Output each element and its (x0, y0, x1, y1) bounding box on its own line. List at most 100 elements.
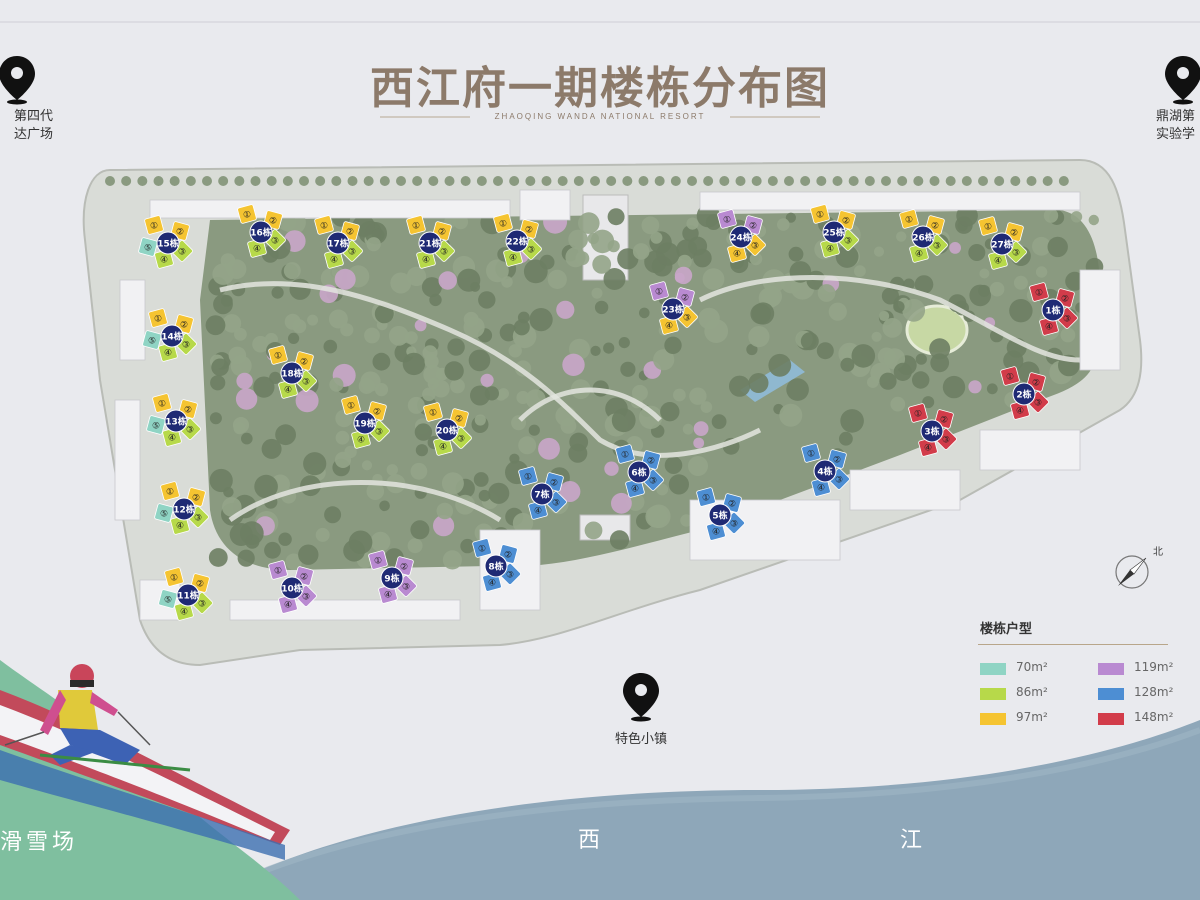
tree (882, 318, 903, 338)
poi-left-label[interactable]: 第四代 达广场 (0, 108, 74, 144)
unit-number: ⑤ (148, 337, 156, 347)
unit-number: ③ (683, 314, 691, 324)
tree (1043, 208, 1059, 223)
unit-number: ③ (182, 341, 190, 351)
tree (879, 310, 890, 322)
legend-label: 128m² (1134, 685, 1174, 699)
building-badge (172, 497, 196, 521)
perimeter-building (114, 399, 141, 521)
tree (784, 176, 794, 186)
tree (1010, 176, 1021, 186)
unit-block (717, 209, 737, 229)
unit-number: ④ (994, 257, 1002, 267)
garden-paths (219, 275, 1081, 523)
tree (476, 176, 487, 186)
unit-number: ③ (649, 477, 657, 487)
unit-number: ② (647, 457, 655, 467)
tree (735, 176, 746, 186)
tree (288, 332, 300, 344)
tree (237, 549, 255, 567)
unit-block (472, 538, 492, 558)
tree (361, 460, 373, 471)
pin-left-icon[interactable] (0, 56, 35, 105)
tree (299, 176, 309, 186)
tree (767, 176, 778, 186)
tree (840, 357, 855, 372)
building-label: 1栋 (1045, 305, 1060, 317)
tree (1013, 275, 1028, 290)
tree (664, 456, 683, 475)
tree (275, 424, 296, 446)
tree (603, 268, 626, 290)
unit-number: ② (504, 551, 512, 561)
tree (729, 375, 751, 397)
unit-number: ③ (302, 593, 310, 603)
unit-block (615, 444, 635, 464)
building-label: 4栋 (817, 466, 832, 478)
unit-block (899, 209, 919, 229)
tree (410, 520, 430, 540)
tree (457, 268, 481, 292)
tree (222, 314, 242, 333)
building-badge (911, 225, 935, 249)
building-badge (627, 460, 651, 484)
building-label: 9栋 (384, 573, 399, 585)
tree (442, 550, 462, 570)
tree (1047, 236, 1068, 258)
tree (719, 176, 730, 186)
unit-number: ② (940, 416, 948, 426)
pin-right-icon[interactable] (1165, 56, 1200, 105)
poi-bottom-label[interactable]: 特色小镇 (614, 732, 667, 747)
tree (656, 483, 669, 496)
unit-block (1029, 282, 1049, 302)
unit-number: ⑤ (164, 596, 172, 606)
pin-bottom-icon[interactable] (623, 673, 659, 722)
poi-right-label[interactable]: 鼎湖第 实验学 (1156, 108, 1200, 144)
tree (405, 331, 418, 344)
building-badge (813, 459, 837, 483)
tree (229, 523, 253, 546)
tree (315, 176, 326, 186)
tree (748, 326, 770, 348)
unit-number: ② (681, 294, 689, 304)
unit-number: ③ (375, 428, 383, 438)
unit-block (158, 589, 178, 609)
legend-swatch (980, 663, 1006, 675)
building-label: 24栋 (730, 232, 752, 244)
tree (407, 538, 423, 554)
tree (1060, 327, 1076, 343)
unit-number: ④ (168, 434, 176, 444)
tree (693, 437, 705, 449)
unit-block (908, 403, 928, 423)
tree (121, 176, 132, 186)
tree (687, 176, 697, 186)
